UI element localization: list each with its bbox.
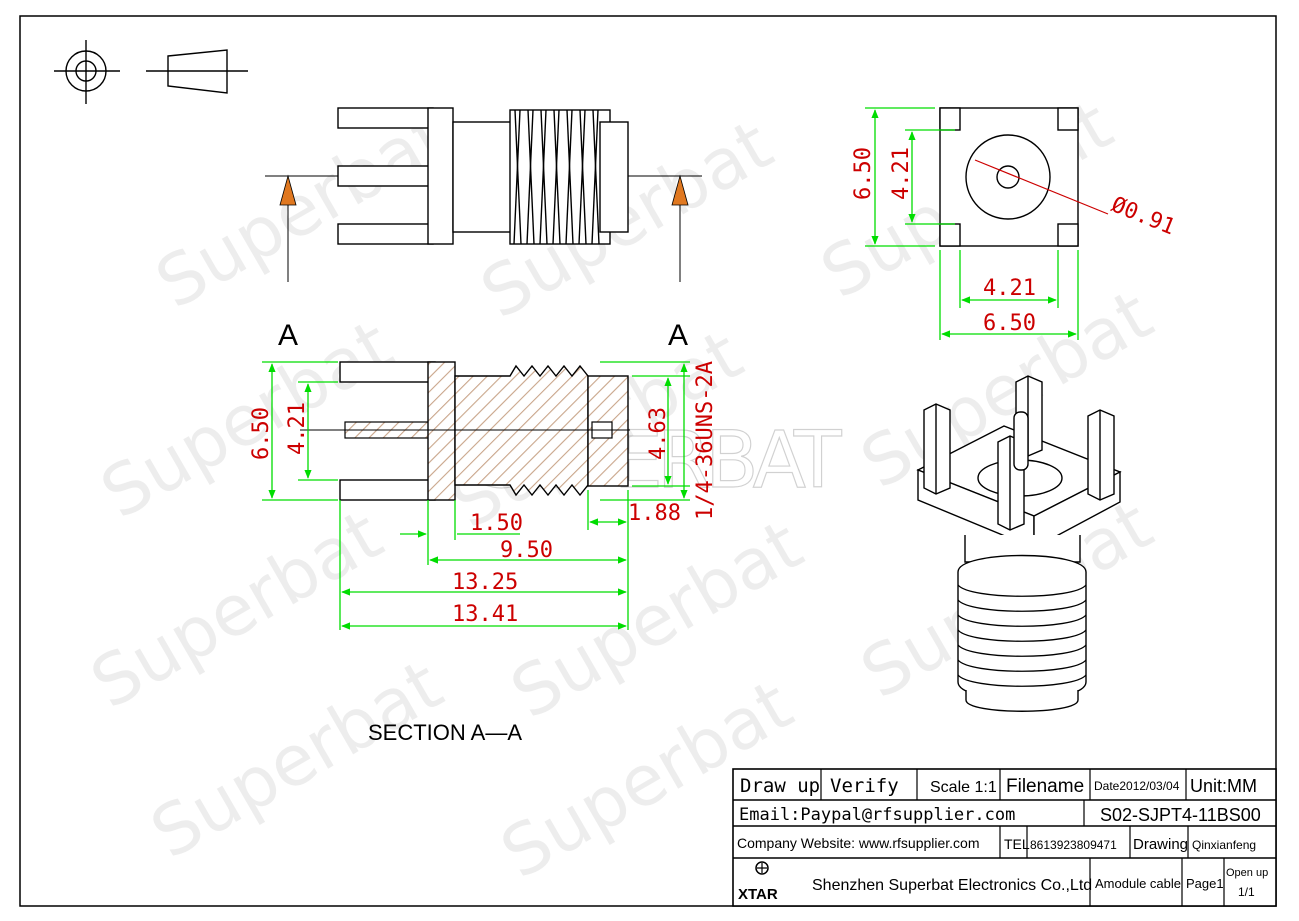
tb-part-no: S02-SJPT4-11BS00 — [1100, 805, 1261, 825]
tb-drawer: Qinxianfeng — [1192, 838, 1256, 852]
tb-page: Page1 — [1186, 876, 1224, 891]
tb-module: Amodule cable — [1095, 876, 1181, 891]
dim-end-height-outer: 6.50 — [851, 147, 876, 200]
dim-sec-height-outer: 6.50 — [249, 407, 274, 460]
tb-filename: Filename — [1006, 776, 1084, 797]
section-marker-right: A — [668, 319, 688, 352]
dim-end-height-inner: 4.21 — [889, 147, 914, 200]
dim-overall-b: 13.41 — [452, 602, 518, 627]
tb-company: Shenzhen Superbat Electronics Co.,Ltd — [812, 877, 1092, 894]
tb-logo-text: XTAR — [738, 886, 778, 903]
dim-thread-spec: 1/4-36UNS-2A — [693, 361, 718, 520]
dim-tip-length: 1.88 — [628, 501, 681, 526]
isometric-view — [916, 375, 1122, 712]
tb-verify: Verify — [830, 775, 899, 797]
dim-body-length: 9.50 — [500, 538, 553, 563]
section-caption: SECTION A—A — [368, 720, 522, 745]
xtar-logo: XTAR — [738, 861, 778, 903]
dim-pin-diameter: Ø0.91 — [1108, 192, 1179, 240]
dim-sec-bore: 4.63 — [646, 407, 671, 460]
tb-date: Date2012/03/04 — [1094, 779, 1180, 793]
dim-end-width-inner: 4.21 — [983, 276, 1036, 301]
dim-sec-height-inner: 4.21 — [285, 402, 310, 455]
section-marker-left: A — [278, 319, 298, 352]
section-view: 6.50 4.21 4.63 1/4-36UNS-2A 1.50 1.88 9.… — [249, 361, 718, 745]
dim-end-width-outer: 6.50 — [983, 311, 1036, 336]
tb-tel: 8613923809471 — [1030, 838, 1117, 852]
dim-overall-a: 13.25 — [452, 570, 518, 595]
dim-flange-thick: 1.50 — [470, 511, 523, 536]
tb-unit: Unit:MM — [1190, 776, 1257, 796]
title-block: Draw up Verify Scale 1:1 Filename Date20… — [732, 768, 1277, 907]
tb-open-up: Open up — [1226, 867, 1268, 879]
thread-lines — [513, 109, 600, 245]
tb-website: Company Website: www.rfsupplier.com — [737, 835, 980, 851]
side-view: A A — [265, 107, 702, 352]
sheet-border — [19, 15, 1277, 907]
tb-draw-up: Draw up — [740, 775, 820, 797]
tb-drawing: Drawing — [1133, 836, 1188, 853]
tb-email: Email:Paypal@rfsupplier.com — [739, 805, 1015, 825]
projection-symbol — [54, 40, 248, 104]
tb-open-up-value: 1/1 — [1238, 885, 1255, 899]
tb-tel-label: TEL — [1004, 836, 1030, 852]
tb-scale: Scale 1:1 — [930, 779, 997, 796]
